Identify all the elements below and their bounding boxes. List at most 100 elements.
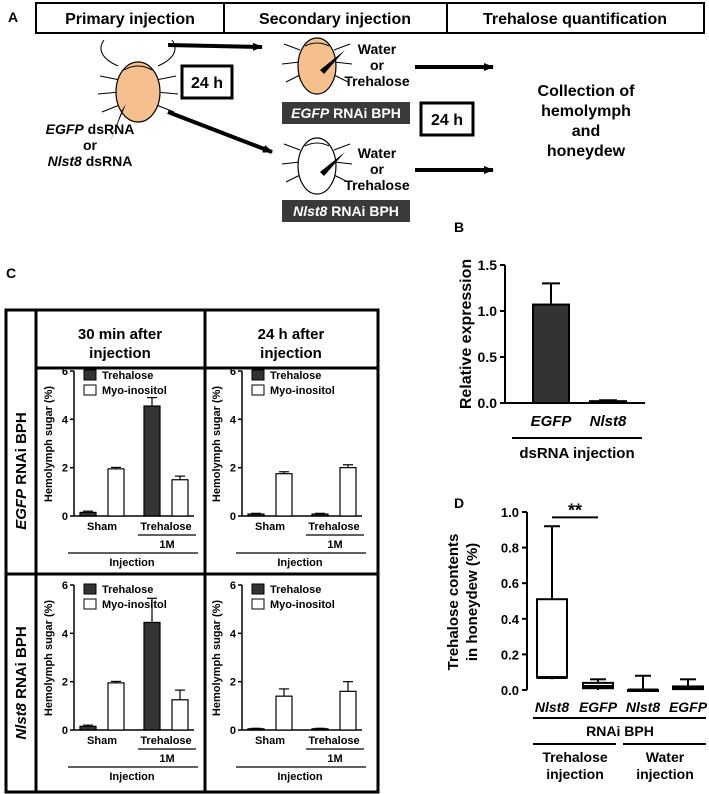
c-group-label: Trehalose (140, 521, 191, 533)
collection-line-2: hemolymph (541, 103, 631, 120)
treat-top-2: or (370, 57, 385, 73)
stage-trehalose-quantification: Trehalose quantification (483, 11, 667, 28)
c-legend-swatch-myo (83, 598, 97, 610)
c-legend-myo: Myo-inositol (270, 599, 335, 611)
col-header-24h-line2: injection (260, 345, 322, 362)
d-xtick-label: EGFP (669, 699, 708, 715)
c-ytick-label: 0 (230, 725, 236, 737)
c-bar-myo-inositol (275, 695, 293, 731)
c-ytick-label: 4 (62, 414, 69, 426)
b-bar-egfp (532, 303, 570, 404)
primary-or: or (83, 137, 98, 153)
treat-top-1: Water (358, 41, 397, 57)
b-bar-nlst8 (589, 400, 627, 405)
c-bar-trehalose (247, 728, 265, 731)
insect-nlst8-icon (281, 137, 353, 195)
treat-bot-2: or (370, 161, 385, 177)
c-bar-myo-inositol (339, 690, 357, 731)
c-legend-myo: Myo-inositol (102, 385, 167, 397)
panel-c-label: C (6, 265, 16, 281)
c-bar-myo-inositol (107, 682, 125, 731)
arrow-to-nlst8 (167, 110, 273, 154)
c-xlabel: Injection (109, 557, 155, 569)
d-ytick-label: 0.8 (501, 541, 519, 556)
c-group-label: Trehalose (140, 735, 191, 747)
c-legend-swatch-trehalose (251, 369, 265, 381)
d-significance-label: ** (568, 500, 582, 520)
nlst8-rnai-label: Nlst8 RNAi BPH (293, 203, 399, 219)
col-header-30min-line1: 30 min after (78, 326, 162, 343)
primary-dsrna-1: EGFP dsRNA (46, 121, 135, 137)
c-ytick-label: 0 (62, 511, 68, 523)
c-dose-label: 1M (327, 539, 342, 551)
c-bar-trehalose (79, 725, 97, 731)
c-bar-trehalose (143, 405, 161, 517)
treat-bot-3: Trehalose (344, 177, 410, 193)
d-ytick-label: 1.0 (501, 505, 519, 520)
c-ytick-label: 2 (230, 677, 236, 689)
c-legend-swatch-myo (251, 384, 265, 396)
c-ytick-label: 6 (230, 580, 236, 592)
insect-egfp-icon (281, 37, 353, 95)
collection-line-1: Collection of (538, 83, 636, 100)
row-header-egfp: EGFP RNAi BPH (13, 412, 30, 530)
c-legend-swatch-myo (83, 384, 97, 396)
c-ylabel: Hemolymph sugar (%) (43, 386, 55, 502)
c-ytick-label: 6 (62, 580, 68, 592)
d-xtick-label: Nlst8 (626, 699, 660, 715)
d-injection-group-2-line1: Water (646, 749, 685, 765)
c-legend-trehalose: Trehalose (270, 584, 321, 596)
c-legend-swatch-trehalose (83, 369, 97, 381)
time-1: 24 h (191, 75, 223, 92)
c-bar-trehalose (79, 511, 97, 517)
c-legend-trehalose: Trehalose (102, 370, 153, 382)
c-legend-swatch-trehalose (83, 583, 97, 595)
d-box-0 (536, 598, 568, 679)
c-ytick-label: 2 (62, 677, 68, 689)
panel-a: A Primary injection Secondary injection … (8, 2, 705, 222)
c-bar-trehalose (311, 728, 329, 731)
stage-primary-injection: Primary injection (65, 11, 195, 28)
b-ytick-label: 0.5 (478, 349, 498, 365)
c-ylabel: Hemolymph sugar (%) (43, 600, 55, 716)
d-xtick-label: Nlst8 (535, 699, 569, 715)
c-xlabel: Injection (277, 557, 323, 569)
d-ytick-label: 0.6 (501, 576, 519, 591)
b-ytick-label: 1.0 (478, 303, 498, 319)
d-injection-group-1-line2: injection (546, 766, 604, 782)
c-legend-swatch-trehalose (251, 583, 265, 595)
c-ytick-label: 2 (230, 463, 236, 475)
treat-bot-1: Water (358, 145, 397, 161)
d-group-label: RNAi BPH (586, 723, 654, 739)
d-injection-group-1-line1: Trehalose (542, 749, 608, 765)
c-group-label: Trehalose (308, 521, 359, 533)
time-box-1 (180, 64, 234, 100)
collection-line-4: honeydew (547, 143, 626, 160)
needle-icon (110, 104, 126, 142)
c-bar-myo-inositol (171, 479, 189, 517)
c-legend-trehalose: Trehalose (270, 370, 321, 382)
c-bar-myo-inositol (171, 699, 189, 731)
c-legend-swatch-myo (251, 598, 265, 610)
d-ylabel-line2: in honeydew (%) (464, 543, 481, 661)
c-ytick-label: 6 (62, 366, 68, 378)
insect-primary-icon (97, 39, 179, 123)
d-ytick-label: 0.0 (501, 683, 519, 698)
egfp-rnai-label: EGFP RNAi BPH (291, 105, 401, 121)
needle-nlst8-icon (320, 152, 345, 176)
arrow-to-egfp (167, 42, 263, 51)
c-group-label: Sham (87, 521, 117, 533)
col-header-30min-line2: injection (89, 345, 151, 362)
time-2: 24 h (431, 112, 463, 129)
treat-top-3: Trehalose (344, 73, 410, 89)
b-xtick-label: Nlst8 (590, 413, 627, 430)
c-legend-myo: Myo-inositol (270, 385, 335, 397)
panel-a-label: A (8, 9, 18, 25)
